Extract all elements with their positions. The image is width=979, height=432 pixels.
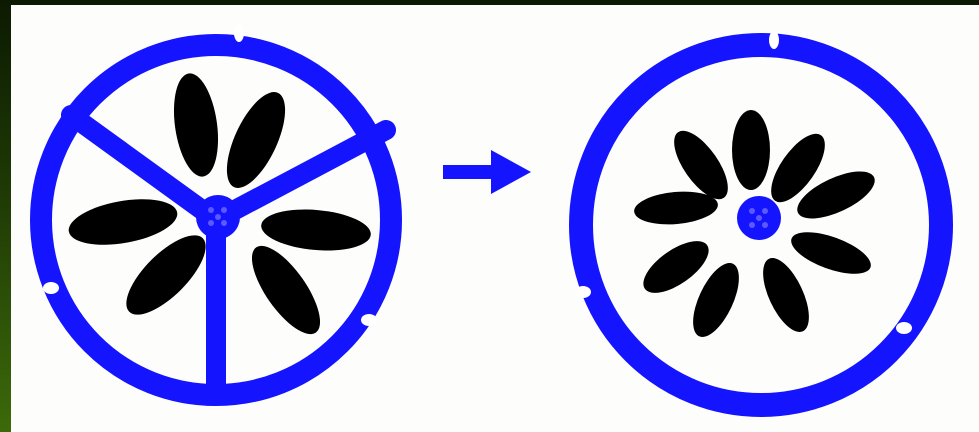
wall-mark	[361, 314, 377, 326]
ovule	[240, 236, 332, 344]
ovule	[168, 71, 224, 180]
ovule	[259, 205, 372, 254]
free-central-diagram	[575, 31, 941, 405]
wall-mark	[575, 286, 591, 298]
ovule	[786, 224, 876, 283]
axile-diagram	[41, 24, 391, 395]
ovule	[65, 192, 181, 252]
ovule	[754, 252, 819, 339]
wall-mark	[234, 24, 244, 42]
transition-arrow	[443, 150, 531, 194]
wall-mark	[896, 322, 912, 334]
wall-mark	[769, 31, 779, 49]
ovule	[732, 110, 770, 190]
wall-mark	[43, 282, 59, 294]
diagram-canvas	[11, 5, 979, 432]
diagram-panel	[11, 5, 979, 432]
